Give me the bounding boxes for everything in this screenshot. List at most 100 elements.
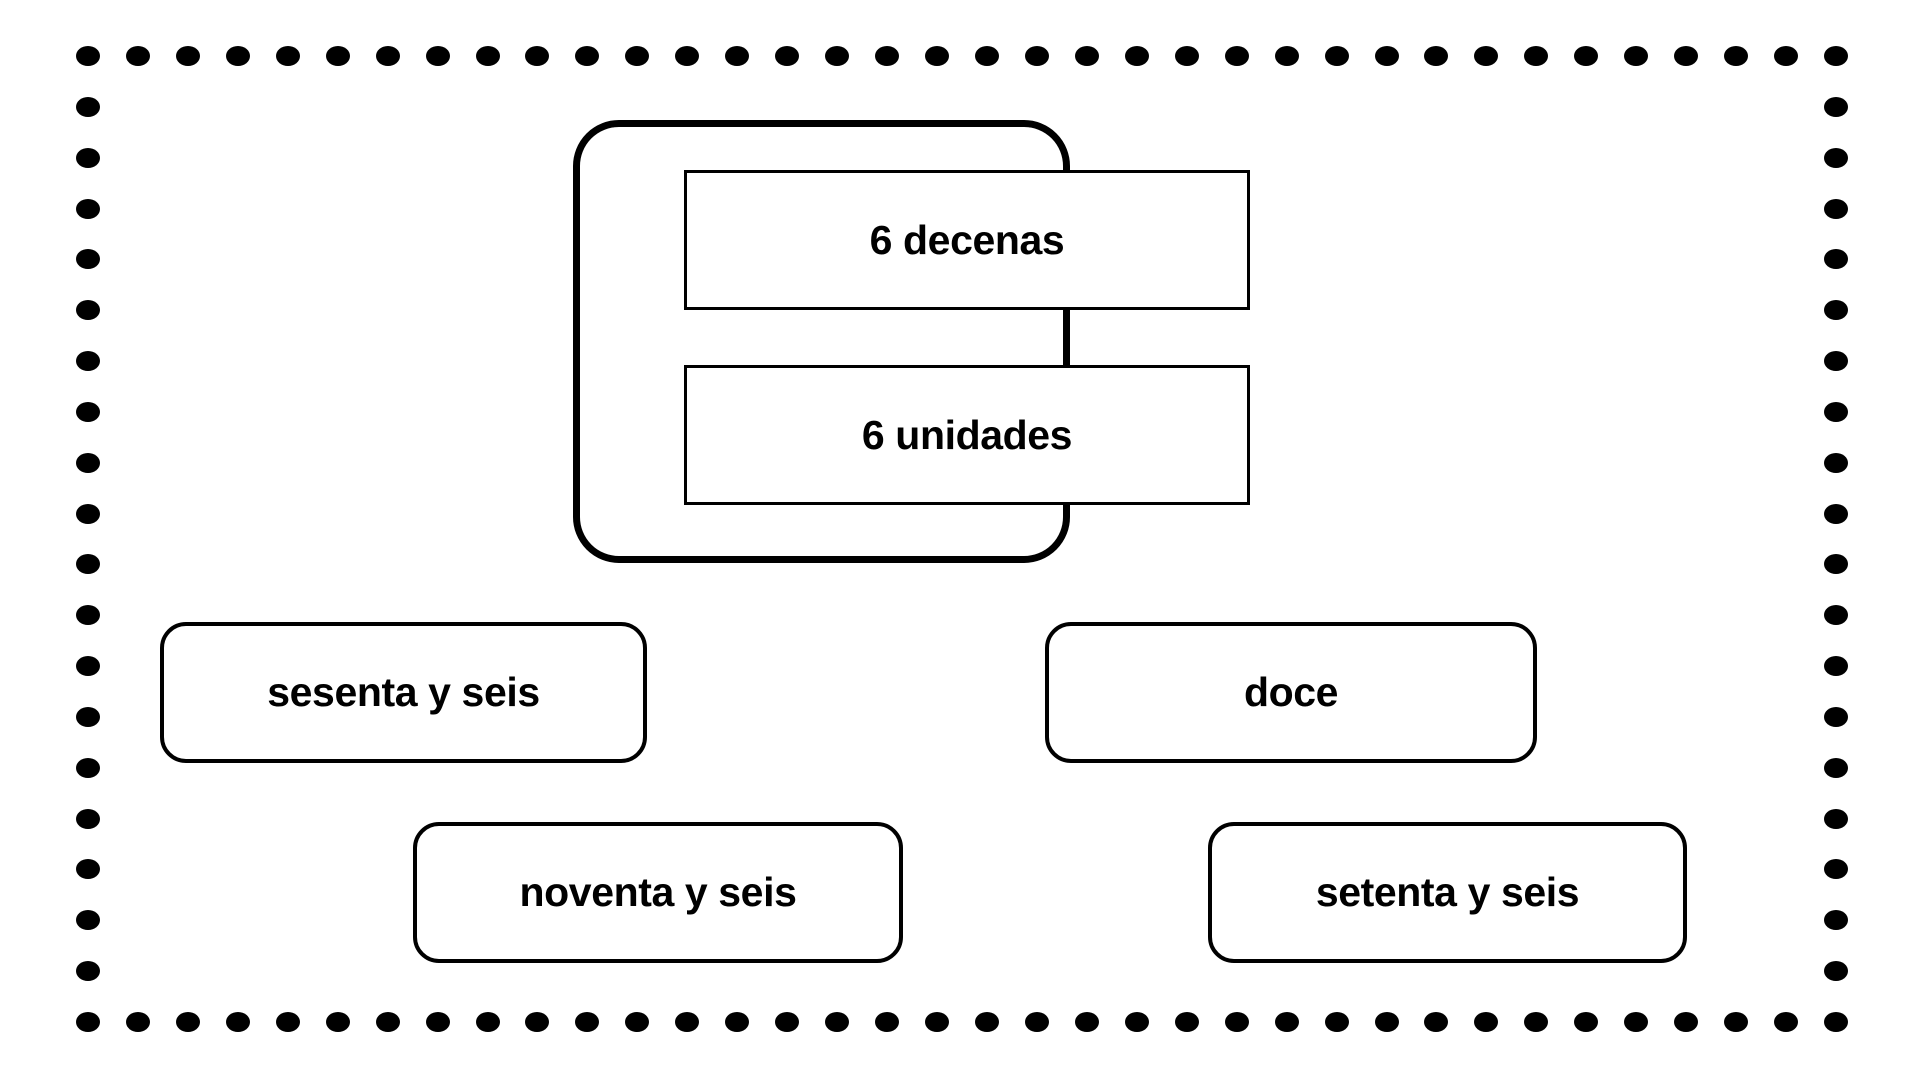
- border-dot: [1824, 452, 1848, 473]
- border-dot: [125, 46, 150, 66]
- border-dot: [425, 1012, 450, 1032]
- border-dot: [775, 1012, 800, 1032]
- border-dot: [825, 1012, 850, 1032]
- border-dot: [675, 46, 700, 66]
- answer-option-noventa-y-seis[interactable]: noventa y seis: [413, 822, 903, 963]
- border-dot: [1824, 1012, 1848, 1032]
- border-dot: [76, 147, 100, 168]
- border-dot: [1774, 46, 1799, 66]
- border-dot: [125, 1012, 150, 1032]
- border-dot: [76, 554, 100, 575]
- border-dot: [76, 300, 100, 321]
- border-dot: [1824, 300, 1848, 321]
- border-dot: [275, 46, 300, 66]
- border-dot: [1824, 96, 1848, 117]
- border-dot: [974, 46, 999, 66]
- border-dot: [1624, 1012, 1649, 1032]
- border-dot: [175, 1012, 200, 1032]
- border-dot: [1824, 757, 1848, 778]
- border-dot: [1824, 961, 1848, 982]
- border-dot: [76, 706, 100, 727]
- border-dot: [575, 46, 600, 66]
- border-dot: [1024, 46, 1049, 66]
- border-dot: [225, 1012, 250, 1032]
- border-dot: [1724, 1012, 1749, 1032]
- answer-option-doce[interactable]: doce: [1045, 622, 1537, 763]
- border-dot: [675, 1012, 700, 1032]
- border-dot: [725, 1012, 750, 1032]
- answer-option-label: doce: [1243, 669, 1339, 715]
- border-dot: [425, 46, 450, 66]
- border-dot: [525, 46, 550, 66]
- prompt-card: 6 decenas 6 unidades: [573, 120, 1250, 563]
- border-dot: [76, 910, 100, 931]
- border-dot: [1174, 46, 1199, 66]
- slot-tens-label: 6 decenas: [869, 216, 1065, 263]
- border-dot: [974, 1012, 999, 1032]
- border-dot: [1474, 46, 1499, 66]
- border-dot: [76, 757, 100, 778]
- border-dot: [1724, 46, 1749, 66]
- border-dot: [1824, 808, 1848, 829]
- border-dot: [76, 503, 100, 524]
- border-dot: [76, 961, 100, 982]
- answer-option-label: noventa y seis: [519, 869, 797, 915]
- slot-ones-label: 6 unidades: [861, 411, 1073, 458]
- border-dot: [1824, 46, 1848, 66]
- border-dot: [1524, 1012, 1549, 1032]
- border-dot: [1424, 1012, 1449, 1032]
- border-dot: [76, 859, 100, 880]
- border-dot: [1674, 1012, 1699, 1032]
- border-dot: [1574, 1012, 1599, 1032]
- border-dot: [1474, 1012, 1499, 1032]
- border-dot: [525, 1012, 550, 1032]
- border-dot: [76, 96, 100, 117]
- border-dot: [1824, 351, 1848, 372]
- border-dot: [1324, 1012, 1349, 1032]
- border-dot: [76, 1012, 100, 1032]
- border-dot: [625, 1012, 650, 1032]
- border-dot: [1374, 1012, 1399, 1032]
- border-dot: [1824, 147, 1848, 168]
- border-dot: [1074, 46, 1099, 66]
- border-dot: [76, 452, 100, 473]
- border-dot: [725, 46, 750, 66]
- slot-tens: 6 decenas: [684, 170, 1250, 310]
- border-dot: [575, 1012, 600, 1032]
- border-dot: [1224, 46, 1249, 66]
- border-dot: [325, 46, 350, 66]
- answer-option-label: sesenta y seis: [267, 669, 540, 715]
- answer-option-setenta-y-seis[interactable]: setenta y seis: [1208, 822, 1687, 963]
- border-dot: [625, 46, 650, 66]
- slot-ones: 6 unidades: [684, 365, 1250, 505]
- answer-option-label: setenta y seis: [1315, 869, 1580, 915]
- border-dot: [1274, 46, 1299, 66]
- border-dot: [1824, 198, 1848, 219]
- border-dot: [76, 351, 100, 372]
- border-dot: [175, 46, 200, 66]
- border-dot: [925, 46, 950, 66]
- border-dot: [1174, 1012, 1199, 1032]
- border-dot: [775, 46, 800, 66]
- border-dot: [1624, 46, 1649, 66]
- border-dot: [1774, 1012, 1799, 1032]
- border-dot: [76, 198, 100, 219]
- border-dot: [1524, 46, 1549, 66]
- border-dot: [325, 1012, 350, 1032]
- border-dot: [1224, 1012, 1249, 1032]
- border-dot: [875, 46, 900, 66]
- border-dot: [275, 1012, 300, 1032]
- border-dot: [1374, 46, 1399, 66]
- border-dot: [76, 46, 100, 66]
- border-dot: [1574, 46, 1599, 66]
- border-dot: [76, 656, 100, 677]
- border-dot: [76, 808, 100, 829]
- border-dot: [1024, 1012, 1049, 1032]
- border-dot: [475, 1012, 500, 1032]
- border-dot: [1424, 46, 1449, 66]
- border-dot: [825, 46, 850, 66]
- border-dot: [875, 1012, 900, 1032]
- answer-option-sesenta-y-seis[interactable]: sesenta y seis: [160, 622, 647, 763]
- border-dot: [1274, 1012, 1299, 1032]
